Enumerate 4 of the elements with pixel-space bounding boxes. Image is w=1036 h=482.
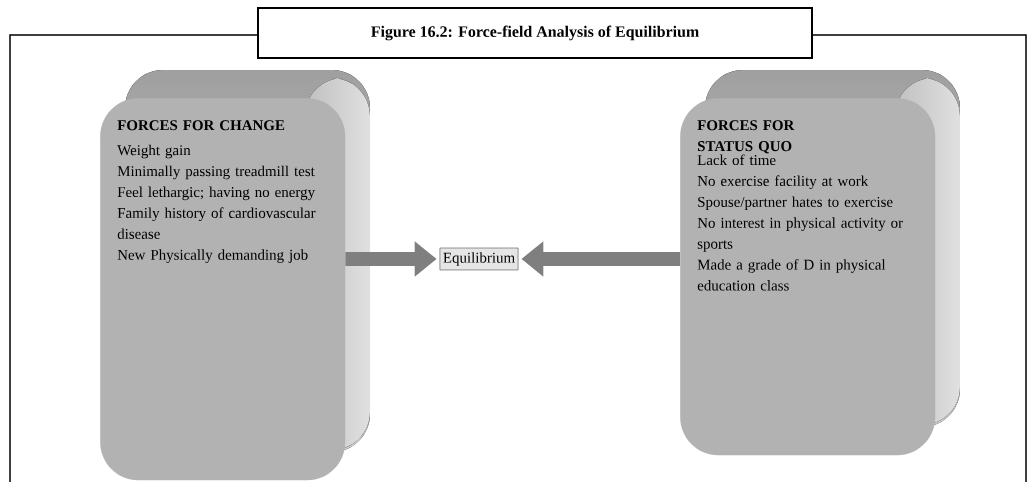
title-box: Figure 16.2: Force-field Analysis of Equilibrium [257, 7, 813, 59]
label-box: Equilibrium [439, 247, 519, 271]
text-block: FORCES FOR STATUS QUO Lack of time No exercise facility at work Spouse/partner hates to exercise No interest in physical activity or sports Made a grade of D in physical education class [680, 70, 960, 456]
text-block: FORCES FOR CHANGE Weight gain Minimally passing treadmill test Feel lethargic; having no energy Family history of cardiovascular disease New Physically demanding job [100, 70, 370, 481]
